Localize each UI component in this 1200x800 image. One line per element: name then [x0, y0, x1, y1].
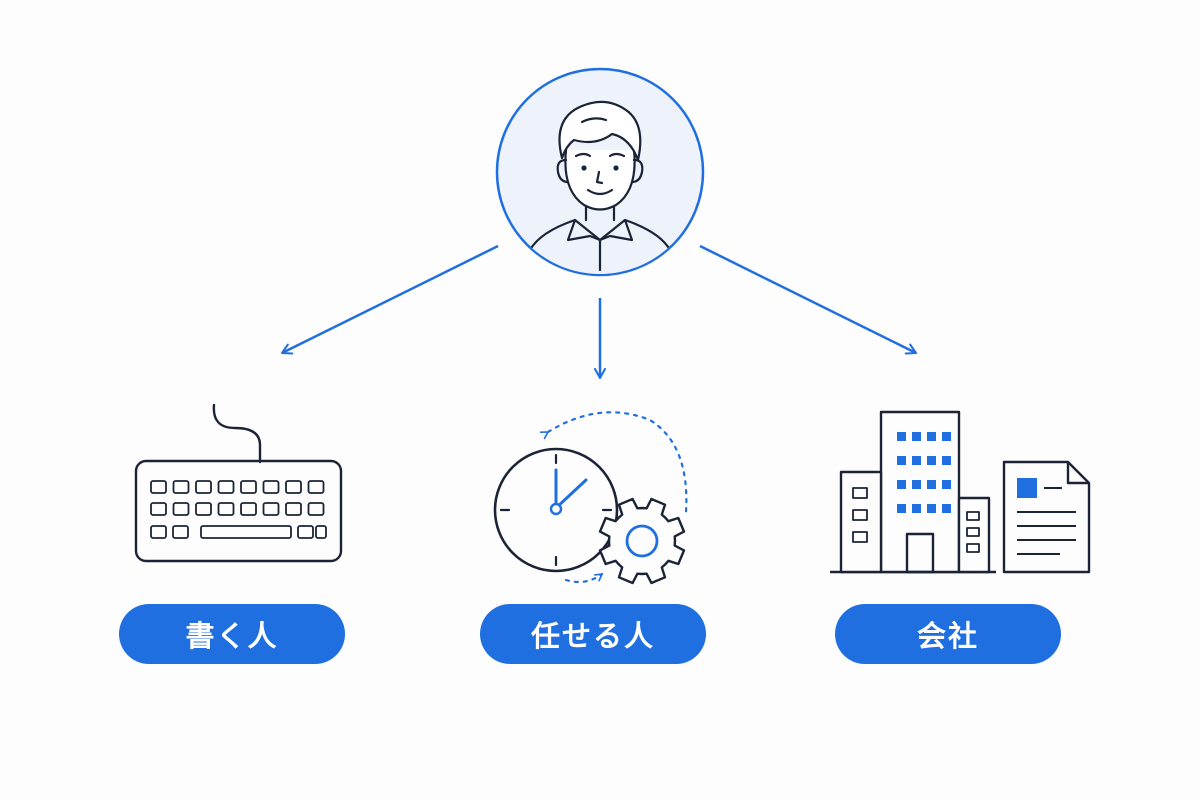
building-window	[942, 480, 951, 489]
keyboard-key	[150, 502, 167, 516]
keyboard-key	[217, 480, 235, 494]
label-company: 会社	[835, 604, 1061, 664]
building-window	[942, 432, 951, 441]
keyboard-key	[307, 480, 325, 494]
clock-gear-icon	[493, 411, 688, 585]
keyboard-key	[150, 480, 167, 494]
keyboard-key	[217, 502, 235, 516]
building-window	[897, 480, 906, 489]
building-window	[927, 432, 936, 441]
keyboard-key	[262, 502, 280, 516]
keyboard-key	[285, 502, 302, 516]
building-window	[927, 504, 936, 513]
keyboard-key	[262, 480, 280, 494]
keyboard-icon	[134, 403, 343, 563]
label-delegator: 任せる人	[480, 604, 706, 664]
building-window	[942, 504, 951, 513]
building-window	[927, 456, 936, 465]
keyboard-key	[172, 502, 190, 516]
building-window	[927, 480, 936, 489]
label-writer: 書く人	[119, 604, 345, 664]
building-document-icon	[830, 410, 1091, 574]
keyboard-key	[195, 502, 212, 516]
keyboard-key	[200, 525, 292, 539]
arrow-to-company	[699, 244, 917, 355]
keyboard-key	[240, 480, 257, 494]
person-avatar-icon	[495, 67, 705, 277]
keyboard-key	[240, 502, 257, 516]
keyboard-key	[315, 525, 327, 539]
keyboard-key	[195, 480, 212, 494]
keyboard-key	[307, 502, 325, 516]
building-window	[897, 432, 906, 441]
building-window	[912, 504, 921, 513]
keyboard-key	[172, 480, 190, 494]
keyboard-key	[172, 525, 189, 539]
building-window	[897, 456, 906, 465]
building-window	[912, 456, 921, 465]
building-window	[897, 504, 906, 513]
keyboard-key	[150, 525, 167, 539]
arrow-to-writer	[281, 244, 499, 355]
building-window	[912, 480, 921, 489]
building-window	[912, 432, 921, 441]
keyboard-key	[297, 525, 314, 539]
keyboard-key	[285, 480, 302, 494]
building-window	[942, 456, 951, 465]
